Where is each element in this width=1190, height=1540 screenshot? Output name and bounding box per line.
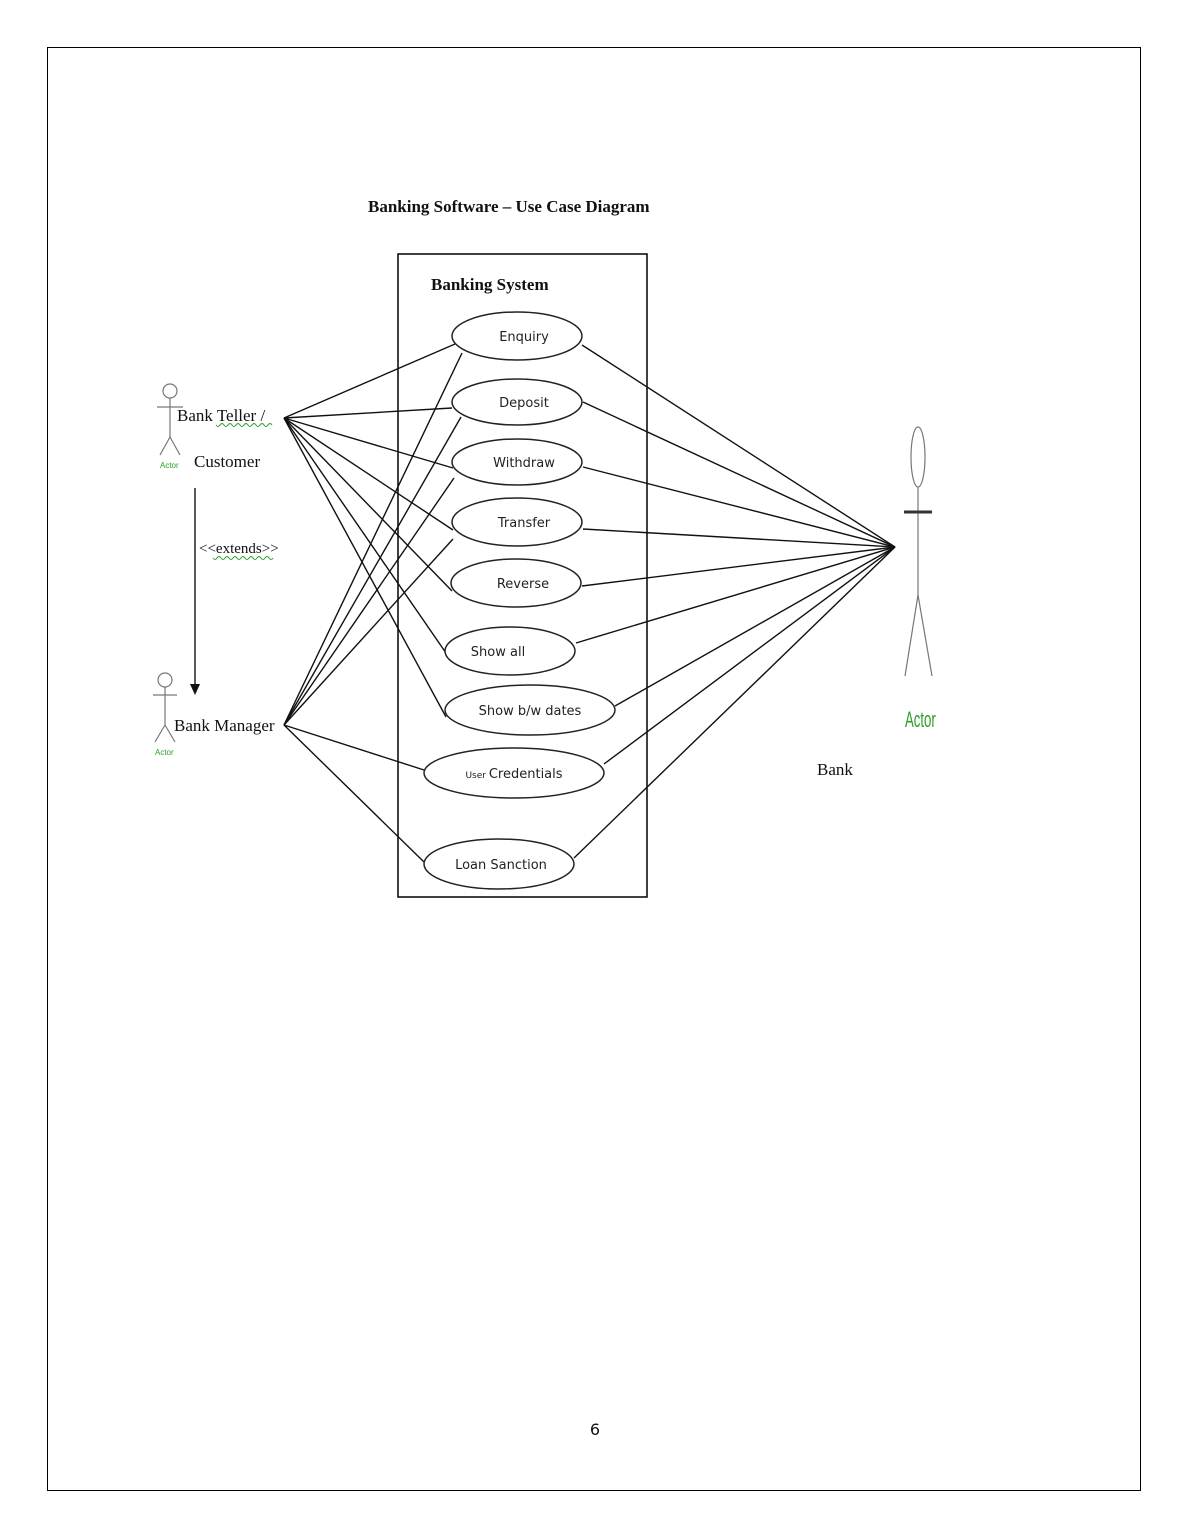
extends-label: <<extends>> [199,541,279,557]
association-manager-deposit [283,416,462,726]
actor-tag: Actor [905,708,936,732]
association-manager-withdraw [283,477,455,726]
system-boundary [397,253,648,898]
association-lines [283,343,896,863]
page-border [47,47,1141,1491]
extends-relationship: <<extends>> [190,488,279,695]
use-case-ellipse [444,684,616,736]
actor-tag: Actor [155,748,174,757]
use-case-label: Reverse [497,577,549,592]
use-case-ellipse [451,378,583,426]
use-case-ellipse [451,497,583,547]
association-teller-reverse [283,417,453,592]
actor-bank-manager[interactable]: Actor Bank Manager [153,672,275,757]
stick-figure-icon [157,383,183,456]
association-teller-deposit [283,407,453,419]
actor-label: Bank Manager [174,716,275,735]
use-case-label: Withdraw [493,456,555,471]
use-case-ellipse [423,747,605,799]
spellcheck-underline [215,423,273,427]
use-case-ellipse [450,558,582,608]
diagram-title: Banking Software – Use Case Diagram [368,197,650,216]
actor-label-line2: Customer [194,452,260,471]
use-case-ellipse [444,626,576,676]
association-teller-show-bw-dates [283,417,447,718]
association-manager-loan-sanction [283,724,425,863]
association-bank-show-all [575,546,896,644]
use-case-label: Deposit [499,396,549,411]
actor-tag: Actor [160,461,179,470]
association-manager-user-credentials [283,724,425,771]
use-case-ellipse [423,838,575,890]
stick-figure-icon [153,672,177,743]
use-case-ellipse [451,311,583,361]
stick-figure-icon [904,426,933,677]
use-case-transfer[interactable]: Transfer [451,497,583,547]
use-case-label: User Credentials [465,767,562,782]
use-case-user-credentials[interactable]: User Credentials [423,747,605,799]
use-case-deposit[interactable]: Deposit [451,378,583,426]
use-case-reverse[interactable]: Reverse [450,558,582,608]
use-case-label-main: Credentials [489,767,563,782]
association-bank-deposit [582,401,896,548]
use-case-withdraw[interactable]: Withdraw [451,438,583,486]
association-bank-reverse [581,546,896,587]
use-case-show-bw-dates[interactable]: Show b/w dates [444,684,616,736]
arrowhead-icon [190,684,200,695]
actor-bank-teller[interactable]: Actor Bank Teller / Customer [157,383,273,471]
association-manager-enquiry [283,352,463,726]
use-case-enquiry[interactable]: Enquiry [451,311,583,361]
association-teller-enquiry [283,343,456,419]
association-bank-show-bw-dates [614,546,896,707]
association-bank-enquiry [581,344,896,548]
spellcheck-underline [212,556,274,560]
association-teller-transfer [283,417,454,531]
association-bank-transfer [582,528,896,548]
system-title: Banking System [431,275,549,294]
use-case-loan-sanction[interactable]: Loan Sanction [423,838,575,890]
use-case-label-prefix: User [465,771,488,781]
use-case-ellipse [451,438,583,486]
actor-bank[interactable]: Actor Bank [817,426,936,779]
association-bank-loan-sanction [573,546,896,859]
association-bank-user-credentials [603,546,896,765]
association-teller-withdraw [283,417,454,469]
use-case-label: Show all [471,645,525,660]
use-case-label: Loan Sanction [455,858,547,873]
association-manager-transfer [283,538,454,726]
actor-label: Bank Teller / [177,406,265,425]
use-case-label: Enquiry [499,330,549,345]
actor-label: Bank [817,760,853,779]
use-case-label: Show b/w dates [479,704,582,719]
page-number: 6 [589,1420,601,1439]
use-case-label: Transfer [497,516,551,531]
use-case-show-all[interactable]: Show all [444,626,576,676]
association-teller-show-all [283,417,447,654]
association-bank-withdraw [582,466,896,548]
use-cases: EnquiryDepositWithdrawTransferReverseSho… [423,311,616,890]
